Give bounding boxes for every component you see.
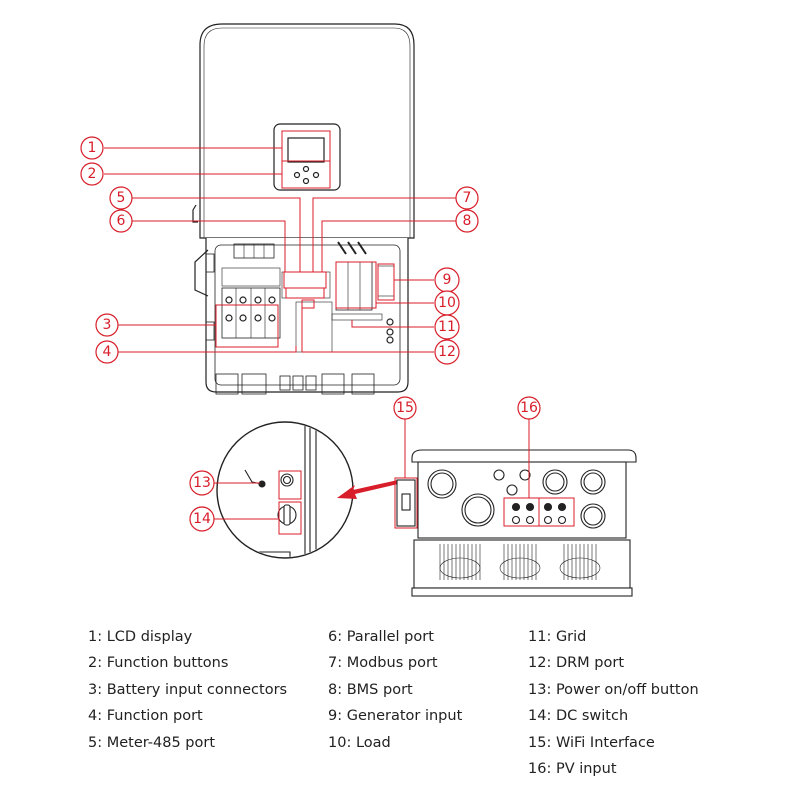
inverter-bottom-view xyxy=(396,449,637,597)
callout-label: 9 xyxy=(443,272,452,288)
inverter-front-view xyxy=(192,23,415,395)
callout-13: 13 xyxy=(189,470,215,496)
legend: 1: LCD display 2: Function buttons 3: Ba… xyxy=(0,625,800,795)
callout-label: 4 xyxy=(103,344,112,360)
callout-7: 7 xyxy=(455,186,479,210)
callout-label: 10 xyxy=(438,295,456,311)
callout-14: 14 xyxy=(189,506,215,532)
pointer-arrow xyxy=(337,480,398,499)
callout-label: 8 xyxy=(463,213,472,229)
callout-label: 15 xyxy=(396,400,414,416)
callout-9: 9 xyxy=(434,267,460,293)
callout-label: 7 xyxy=(463,190,472,206)
callout-label: 3 xyxy=(103,317,112,333)
legend-item: 1: LCD display xyxy=(88,629,193,645)
callout-label: 12 xyxy=(438,344,456,360)
callout-11: 11 xyxy=(434,314,460,340)
callout-16: 16 xyxy=(517,396,541,420)
button-icon xyxy=(302,177,310,185)
callout-label: 5 xyxy=(117,190,126,206)
legend-item: 16: PV input xyxy=(528,761,617,777)
callout-5: 5 xyxy=(109,186,133,210)
button-icon xyxy=(312,171,320,179)
heatsink-fins xyxy=(439,544,601,580)
lcd-screen xyxy=(287,137,325,163)
legend-item: 9: Generator input xyxy=(328,708,463,724)
callout-label: 6 xyxy=(117,213,126,229)
legend-item: 8: BMS port xyxy=(328,682,413,698)
legend-item: 6: Parallel port xyxy=(328,629,434,645)
button-icon xyxy=(293,171,301,179)
callout-8: 8 xyxy=(455,209,479,233)
legend-item: 7: Modbus port xyxy=(328,655,438,671)
callout-label: 2 xyxy=(88,166,97,182)
callout-15: 15 xyxy=(393,396,417,420)
button-icon xyxy=(302,165,310,173)
lcd-panel xyxy=(273,123,341,191)
callout-label: 11 xyxy=(438,319,456,335)
callout-6: 6 xyxy=(109,209,133,233)
power-button-icon xyxy=(280,473,294,487)
callout-label: 13 xyxy=(193,475,211,491)
callout-label: 14 xyxy=(193,511,211,527)
legend-item: 12: DRM port xyxy=(528,655,625,671)
callout-10: 10 xyxy=(434,290,460,316)
legend-item: 4: Function port xyxy=(88,708,203,724)
callout-1: 1 xyxy=(80,136,104,160)
callout-label: 1 xyxy=(88,140,97,156)
legend-item: 11: Grid xyxy=(528,629,587,645)
legend-item: 10: Load xyxy=(328,735,391,751)
callout-3: 3 xyxy=(95,313,119,337)
callout-12: 12 xyxy=(434,339,460,365)
callout-4: 4 xyxy=(95,340,119,364)
callout-highlights xyxy=(215,130,395,348)
cable-glands xyxy=(215,373,375,395)
legend-item: 2: Function buttons xyxy=(88,655,229,671)
wiring-compartment xyxy=(205,238,409,393)
legend-item: 13: Power on/off button xyxy=(528,682,699,698)
legend-item: 5: Meter-485 port xyxy=(88,735,216,751)
legend-item: 15: WiFi Interface xyxy=(528,735,655,751)
callouts: 1 2 5 6 3 4 7 8 9 10 11 12 xyxy=(80,136,479,365)
callout-label: 16 xyxy=(520,400,538,416)
zoom-inset xyxy=(216,421,398,559)
wifi-module xyxy=(396,479,416,527)
legend-item: 14: DC switch xyxy=(528,708,629,724)
leader-lines xyxy=(104,147,456,353)
legend-item: 3: Battery input connectors xyxy=(88,682,288,698)
callout-2: 2 xyxy=(80,162,104,186)
inverter-diagram: 1 2 5 6 3 4 7 8 9 10 11 12 13 xyxy=(80,23,637,597)
